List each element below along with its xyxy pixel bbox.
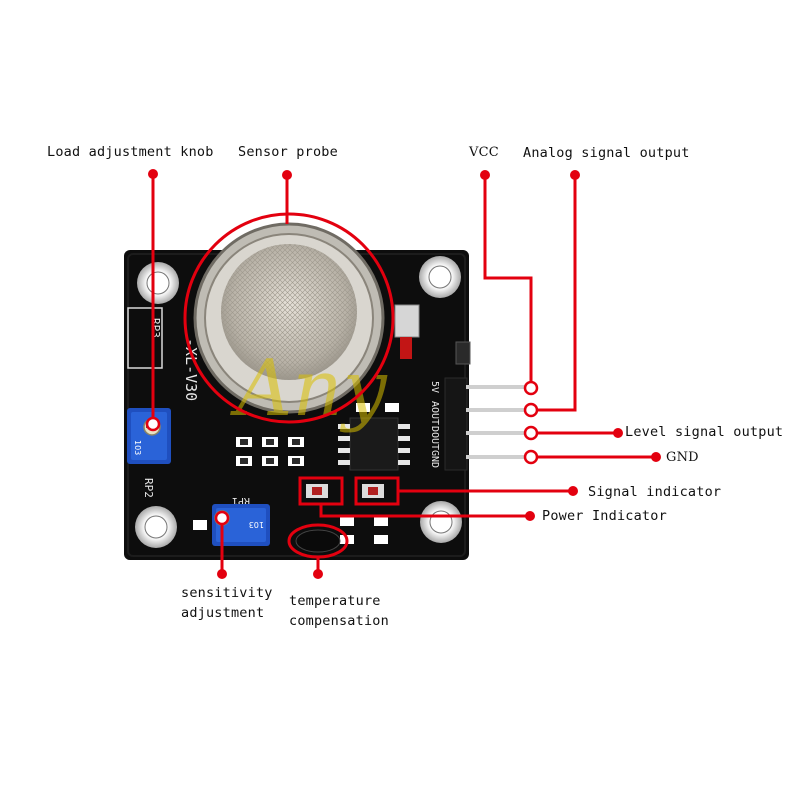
label-signal-indicator: Signal indicator (588, 484, 722, 500)
signal-led (362, 484, 384, 498)
silk-rp3: RP3 (149, 318, 162, 338)
silk-pin-5v: 5V (429, 381, 440, 393)
silk-pin-dout: DOUT (429, 426, 440, 450)
silk-pin-gnd: GND (429, 450, 440, 468)
label-temperature-compensation: temperature compensation (289, 591, 389, 631)
mounting-hole-icon (137, 262, 179, 304)
label-sensitivity-line1: sensitivity (181, 585, 273, 601)
label-sensitivity-line2: adjustment (181, 605, 265, 621)
label-power-indicator: Power Indicator (542, 508, 667, 524)
comparator-chip (338, 417, 410, 471)
label-temperature-line1: temperature (289, 593, 381, 609)
pin-header (444, 377, 528, 471)
mounting-hole-icon (135, 506, 177, 548)
thermistor (295, 529, 341, 553)
mounting-hole-icon (420, 501, 462, 543)
callout-rings (145, 380, 539, 526)
mounting-hole-icon (419, 256, 461, 298)
callout-dots (148, 169, 661, 579)
label-gnd: GND (666, 450, 699, 465)
label-sensitivity-adjustment: sensitivity adjustment (181, 583, 273, 623)
callout-lines (151, 174, 656, 574)
svg-text:103: 103 (133, 440, 142, 455)
label-sensor-probe: Sensor probe (238, 144, 338, 160)
svg-text:103: 103 (249, 520, 264, 529)
load-potentiometer: 103 (127, 408, 171, 464)
label-vcc: VCC (469, 145, 499, 160)
silk-rp2: RP2 (142, 478, 155, 498)
label-load-adjustment-knob: Load adjustment knob (47, 144, 214, 160)
power-led (306, 484, 328, 498)
label-temperature-line2: compensation (289, 613, 389, 629)
sensor-probe (193, 222, 385, 414)
silk-pin-aout: AOUT (429, 401, 440, 425)
label-analog-signal-output: Analog signal output (523, 145, 690, 161)
label-level-signal-output: Level signal output (625, 424, 784, 440)
silk-rp1: RP1 (232, 495, 250, 506)
silk-model: -XL-V30 (182, 338, 200, 401)
